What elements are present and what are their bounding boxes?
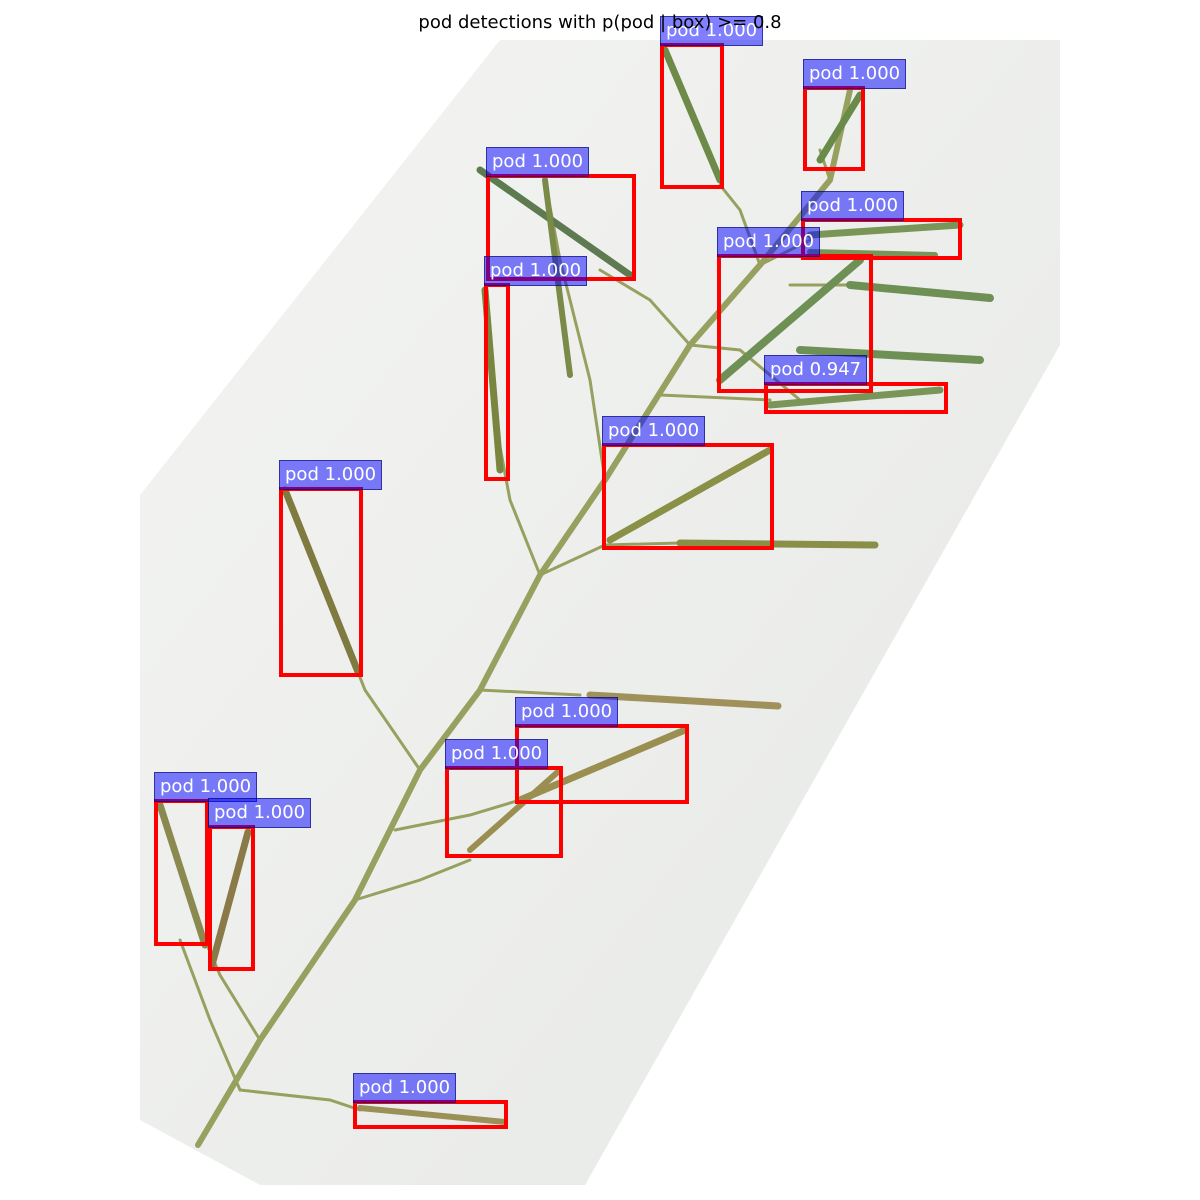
detection-box [208,825,255,971]
detection-box [803,86,865,171]
detection-box [764,382,948,414]
detection-box [353,1100,508,1129]
figure-title: pod detections with p(pod | box) >= 0.8 [418,12,782,33]
detection-label: pod 0.947 [764,355,868,385]
detection-label: pod 1.000 [660,16,764,46]
detection-box [484,283,510,481]
detection-label: pod 1.000 [803,59,907,89]
detection-box [445,766,563,858]
detection-label: pod 1.000 [484,256,588,286]
detection-label: pod 1.000 [208,798,312,828]
detection-label: pod 1.000 [154,772,258,802]
detection-label: pod 1.000 [717,227,821,257]
detection-label: pod 1.000 [445,739,549,769]
detection-label: pod 1.000 [515,697,619,727]
specimen-paper [140,40,1060,1185]
detection-label: pod 1.000 [801,191,905,221]
detection-box [602,443,774,550]
detection-box [660,43,724,189]
detection-box [154,799,209,946]
detection-box [279,487,363,677]
detection-label: pod 1.000 [279,460,383,490]
detection-label: pod 1.000 [486,147,590,177]
detection-label: pod 1.000 [602,416,706,446]
detection-label: pod 1.000 [353,1073,457,1103]
